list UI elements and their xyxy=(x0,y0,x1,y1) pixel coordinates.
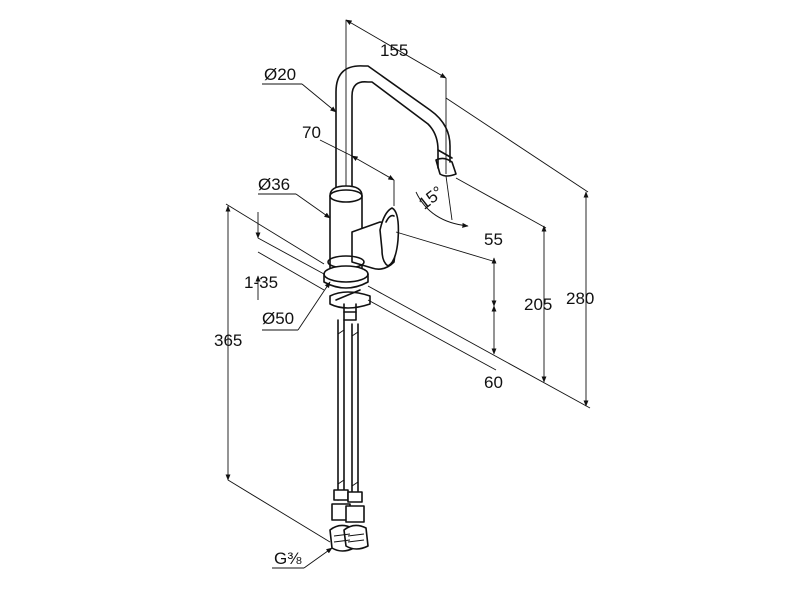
dim-label-15deg: 15° xyxy=(415,182,447,213)
dim-label-280: 280 xyxy=(566,289,594,308)
dim-label-70: 70 xyxy=(302,123,321,142)
dim-label-365: 365 xyxy=(214,331,242,350)
faucet-body xyxy=(323,65,457,552)
dim-label-1-35: 1-35 xyxy=(244,273,278,292)
dim-label-g38: G⅜ xyxy=(274,549,302,568)
dim-label-d20: Ø20 xyxy=(264,65,296,84)
dimension-labels: 155 Ø20 70 Ø36 15° 55 205 280 1-35 Ø50 3… xyxy=(214,41,594,568)
dim-label-205: 205 xyxy=(524,295,552,314)
dim-label-60: 60 xyxy=(484,373,503,392)
dim-label-155: 155 xyxy=(380,41,408,60)
dim-label-d36: Ø36 xyxy=(258,175,290,194)
dim-label-d50: Ø50 xyxy=(262,309,294,328)
dim-label-55: 55 xyxy=(484,230,503,249)
dimension-lines xyxy=(225,19,591,569)
